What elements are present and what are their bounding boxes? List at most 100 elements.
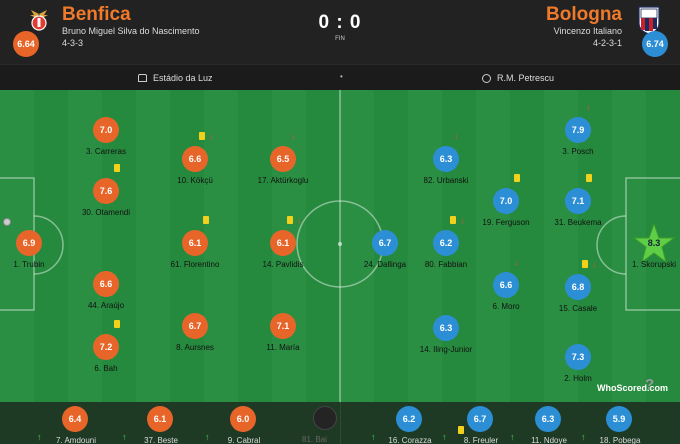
- substitution-off-icon: ↓: [454, 131, 459, 141]
- substitute-rating: 6.0: [230, 406, 256, 432]
- yellow-card-icon: [199, 132, 205, 140]
- ball-icon: [3, 218, 11, 226]
- away-coach: Vincenzo Italiano: [553, 26, 622, 36]
- substitute-rating: 6.3: [535, 406, 561, 432]
- question-mark-icon: ?: [645, 376, 655, 393]
- player-rating: 6.6: [493, 272, 519, 298]
- substitute-name: 16. Corazza: [388, 436, 432, 444]
- yellow-card-icon: [586, 174, 592, 182]
- substitutes-bar: 6.4 ↑ 7. Amdouni 6.1 ↑ 37. Beste 6.0 ↑ 9. Cabral…: [0, 402, 680, 444]
- player-name: 82. Urbanski: [423, 176, 469, 185]
- substitute-name: 11. Ndoye: [531, 436, 567, 444]
- referee: R.M. Petrescu: [482, 73, 554, 83]
- substitution-on-icon: ↑: [442, 432, 447, 442]
- substitute-rating: 6.4: [62, 406, 88, 432]
- player-name: 14. Pavlidis: [262, 260, 304, 269]
- substitution-on-icon: ↑: [371, 432, 376, 442]
- player-name: 6. Moro: [492, 302, 520, 311]
- subs-divider: [340, 402, 341, 444]
- match-status: FIN: [335, 36, 345, 42]
- player-name: 19. Ferguson: [482, 218, 530, 227]
- substitute-name: 37. Beste: [144, 436, 178, 444]
- substitution-on-icon: ↑: [37, 432, 42, 442]
- player-name: 61. Florentino: [170, 260, 220, 269]
- match-header: Benfica Bruno Miguel Silva do Nascimento…: [0, 0, 680, 64]
- player-name: 1. Skorupski: [631, 260, 677, 269]
- player-name: 3. Posch: [562, 147, 594, 156]
- home-coach: Bruno Miguel Silva do Nascimento: [62, 26, 200, 36]
- substitution-on-icon: ↑: [510, 432, 515, 442]
- player-rating: 7.0: [93, 117, 119, 143]
- player-rating: 6.9: [16, 230, 42, 256]
- player-rating: 6.6: [93, 271, 119, 297]
- player-rating: 6.3: [433, 146, 459, 172]
- man-of-the-match-star-icon: [632, 223, 676, 263]
- whistle-icon: [482, 73, 491, 83]
- player-name: 14. Iling-Junior: [419, 345, 473, 354]
- player-name: 10. Kökçü: [177, 176, 213, 185]
- brand-logo[interactable]: WhoScored.com: [597, 383, 669, 393]
- venue-label: Estádio da Luz: [153, 73, 213, 83]
- home-team-rating: 6.64: [13, 31, 39, 57]
- yellow-card-icon: [582, 260, 588, 268]
- substitution-off-icon: ↓: [586, 102, 591, 112]
- pitch: WhoScored.com ? 6.9 1. Trubin 7.0 3. Carrer…: [0, 90, 680, 402]
- player-name: 3. Carreras: [85, 147, 126, 156]
- stadium-icon: [138, 74, 147, 82]
- player-name: 15. Casale: [558, 304, 598, 313]
- substitute-name: 9. Cabral: [227, 436, 261, 444]
- referee-label: R.M. Petrescu: [497, 73, 555, 83]
- substitute-name: 7. Amdouni: [55, 436, 97, 444]
- substitute-rating: 6.1: [147, 406, 173, 432]
- player-name: 11. María: [266, 343, 300, 352]
- player-rating: 6.1: [270, 230, 296, 256]
- venue: Estádio da Luz: [138, 73, 213, 83]
- player-rating: 6.7: [372, 230, 398, 256]
- home-team-name[interactable]: Benfica: [62, 4, 131, 25]
- faded-player-circle: [313, 406, 337, 430]
- yellow-card-icon: [114, 164, 120, 172]
- substitute-name: 8. Freuler: [463, 436, 499, 444]
- player-name: 30. Otamendi: [81, 208, 131, 217]
- yellow-card-icon: [450, 216, 456, 224]
- player-name: 80. Fabbian: [424, 260, 468, 269]
- player-rating: 6.2: [433, 230, 459, 256]
- substitution-on-icon: ↑: [205, 432, 210, 442]
- player-name: 24. Dallinga: [363, 260, 407, 269]
- substitution-off-icon: ↓: [460, 215, 465, 225]
- player-rating: 6.8: [565, 274, 591, 300]
- player-name: 8. Aursnes: [176, 343, 214, 352]
- home-formation: 4-3-3: [62, 38, 84, 48]
- substitution-off-icon: ↓: [297, 215, 302, 225]
- faded-player-label: 81. Bai: [302, 435, 327, 444]
- benfica-eagle-crest-icon: [30, 10, 48, 31]
- player-name: 2. Holm: [564, 374, 592, 383]
- player-name: 31. Beukema: [554, 218, 602, 227]
- substitute-rating: 6.2: [396, 406, 422, 432]
- player-rating: 6.1: [182, 230, 208, 256]
- away-team-rating: 6.74: [642, 31, 668, 57]
- player-rating: 6.3: [433, 315, 459, 341]
- player-rating: 7.1: [270, 313, 296, 339]
- player-rating: 7.1: [565, 188, 591, 214]
- player-name: 44. Araújo: [87, 301, 125, 310]
- player-rating: 7.9: [565, 117, 591, 143]
- player-rating: 7.6: [93, 178, 119, 204]
- substitution-off-icon: ↓: [592, 259, 597, 269]
- away-team-name[interactable]: Bologna: [546, 4, 622, 25]
- substitute-rating: 5.9: [606, 406, 632, 432]
- player-name: 1. Trubin: [13, 260, 45, 269]
- match-score: 0 : 0: [318, 12, 362, 33]
- substitution-off-icon: ↓: [209, 131, 214, 141]
- yellow-card-icon: [203, 216, 209, 224]
- player-name: 17. Aktürkoglu: [257, 176, 309, 185]
- away-formation: 4-2-3-1: [592, 38, 622, 48]
- yellow-card-icon: [514, 174, 520, 182]
- substitution-on-icon: ↑: [122, 432, 127, 442]
- player-rating: 6.6: [182, 146, 208, 172]
- substitution-off-icon: ↓: [291, 131, 296, 141]
- substitution-off-icon: ↓: [514, 257, 519, 267]
- substitute-name: 18. Pobega: [599, 436, 641, 444]
- player-rating: 6.7: [182, 313, 208, 339]
- yellow-card-icon: [458, 426, 464, 434]
